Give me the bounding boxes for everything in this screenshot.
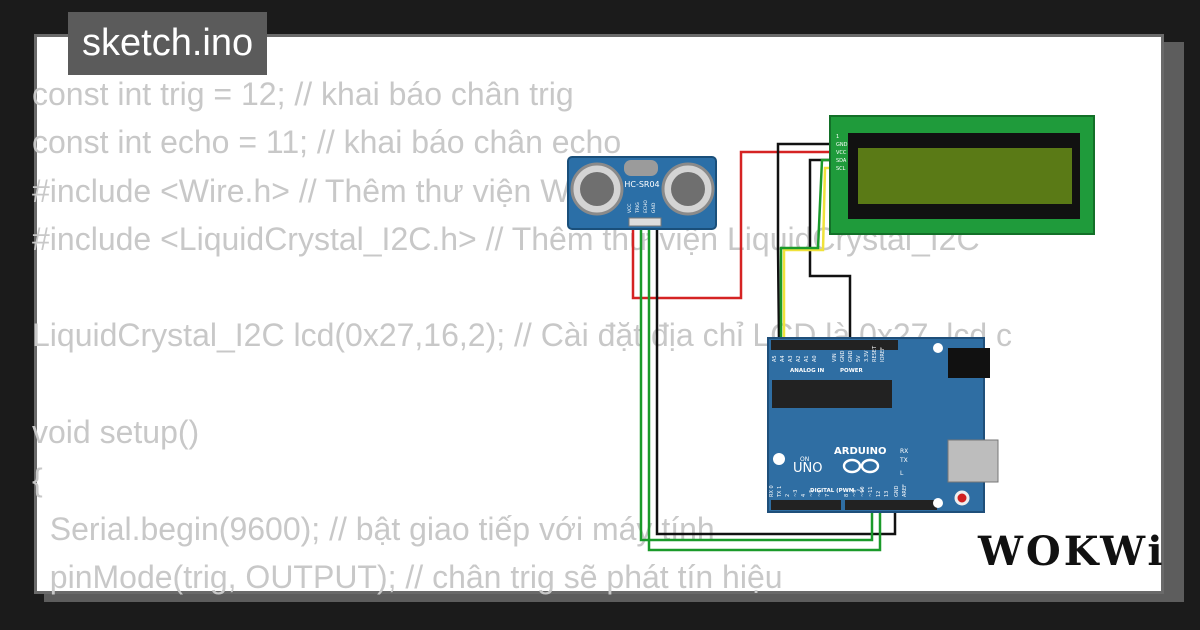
usb-port — [947, 439, 999, 483]
lcd-pin-label: VCC — [836, 150, 847, 156]
analog-pin-label: A5 — [772, 355, 778, 362]
digital-pin-label: TX 1 — [777, 486, 783, 498]
wire-green-trig[interactable] — [639, 225, 874, 542]
digital-pin-label: 4 — [801, 494, 807, 497]
digital-pin-label: ~11 — [868, 486, 874, 497]
wire-green-echo[interactable] — [647, 225, 882, 552]
digital-pin-label: 12 — [876, 491, 882, 497]
lcd-pin-label: SCL — [836, 166, 846, 172]
arduino-model-label: UNO — [793, 461, 822, 476]
power-pin-label: 5V — [856, 355, 862, 362]
analog-pin-label: A4 — [780, 355, 786, 362]
code-line: LiquidCrystal_I2C lcd(0x27,16,2); // Cài… — [32, 317, 1013, 354]
sensor-pin-label: VCC — [627, 204, 633, 213]
digital-pin-label: ~3 — [793, 490, 799, 497]
l-led-label: L — [900, 470, 904, 477]
analog-in-label: ANALOG IN — [790, 368, 825, 374]
wire-black-gnd-board[interactable] — [808, 158, 852, 340]
power-pin-label: VIN — [832, 353, 838, 362]
sensor-model-label: HC-SR04 — [624, 180, 659, 189]
power-pin-label: GND — [840, 350, 846, 362]
wires — [631, 142, 897, 552]
wire-black-sensor-gnd[interactable] — [655, 225, 897, 536]
digital-pin-label: ~6 — [817, 490, 823, 497]
sensor-pin-label: GND — [651, 202, 657, 213]
digital-pin-label: 13 — [884, 491, 890, 497]
wire-yellow-scl[interactable] — [782, 166, 832, 340]
arduino-brand-label: ARDUINO — [834, 446, 886, 457]
analog-pin-label: A0 — [812, 355, 818, 362]
digital-pin-label: 8 — [844, 494, 850, 497]
wire-black-gnd-lcd[interactable] — [776, 142, 832, 341]
code-line: { — [32, 462, 43, 499]
gnd-label: GND — [894, 485, 900, 497]
analog-pin-label: A3 — [788, 355, 794, 362]
digital-pin-label: ~10 — [860, 486, 866, 497]
lcd-pin-label: SDA — [836, 158, 847, 164]
code-line: const int echo = 11; // khai báo chân ec… — [32, 124, 622, 161]
file-tab[interactable]: sketch.ino — [68, 12, 268, 75]
digital-pwm-label: DIGITAL (PWM ~) — [810, 488, 864, 494]
code-editor[interactable]: const int trig = 12; // khai báo chân tr… — [32, 70, 1132, 601]
lcd-pin-label: GND — [836, 142, 848, 148]
wokwi-logo[interactable]: WOKWi — [978, 528, 1166, 575]
ultrasonic-sensor[interactable]: HC-SR04 VCC TRIG ECHO GND — [567, 156, 717, 230]
code-line: #include <Wire.h> // Thêm thư viện Wire.… — [32, 172, 633, 209]
power-jack — [948, 348, 990, 378]
reset-button[interactable] — [954, 490, 970, 506]
tx-led-label: TX — [899, 457, 908, 464]
sensor-pin-label: TRIG — [635, 202, 641, 214]
arduino-logo-icon — [842, 458, 880, 474]
digital-pin-label: ~5 — [809, 490, 815, 497]
file-tab-label: sketch.ino — [82, 22, 254, 64]
digital-pin-label: ~9 — [852, 490, 858, 497]
code-line: const int trig = 12; // khai báo chân tr… — [32, 76, 574, 112]
lcd-display[interactable]: 1 GND VCC SDA SCL — [829, 115, 1095, 235]
lcd-pin-label: 1 — [836, 134, 839, 140]
circuit-diagram: HC-SR04 VCC TRIG ECHO GND 1 GND VCC SDA … — [567, 115, 1095, 552]
power-label: POWER — [840, 368, 864, 374]
rx-led-label: RX — [900, 448, 908, 455]
power-pin-label: RESET — [872, 345, 878, 362]
arduino-uno-board[interactable]: A5 A4 A3 A2 A1 A0 ANALOG IN VIN GND GND … — [767, 337, 999, 513]
code-line: void setup() — [32, 414, 200, 451]
power-pin-label: 3.3V — [864, 350, 870, 362]
analog-pin-label: A2 — [796, 355, 802, 362]
aref-label: AREF — [902, 484, 908, 497]
power-pin-label: GND — [848, 350, 854, 362]
power-pin-label: IOREF — [880, 347, 886, 362]
sensor-pin-label: ECHO — [643, 200, 649, 213]
digital-pin-label: RX 0 — [769, 485, 775, 497]
analog-pin-label: A1 — [804, 355, 810, 362]
wire-green-sda[interactable] — [779, 158, 832, 340]
wokwi-logo-text: WOKWi — [978, 528, 1166, 575]
digital-pin-label: 7 — [825, 494, 831, 497]
code-line: pinMode(trig, OUTPUT); // chân trig sẽ p… — [32, 558, 783, 595]
digital-pin-labels: RX 0 TX 1 2 ~3 4 ~5 ~6 7 8 ~9 ~10 ~11 12… — [769, 485, 890, 498]
microcontroller-chip — [772, 380, 892, 408]
on-led-label: ON — [800, 456, 809, 463]
digital-pin-label: 2 — [785, 494, 791, 497]
wire-red-vcc[interactable] — [631, 150, 832, 300]
lcd-screen — [858, 148, 1072, 204]
